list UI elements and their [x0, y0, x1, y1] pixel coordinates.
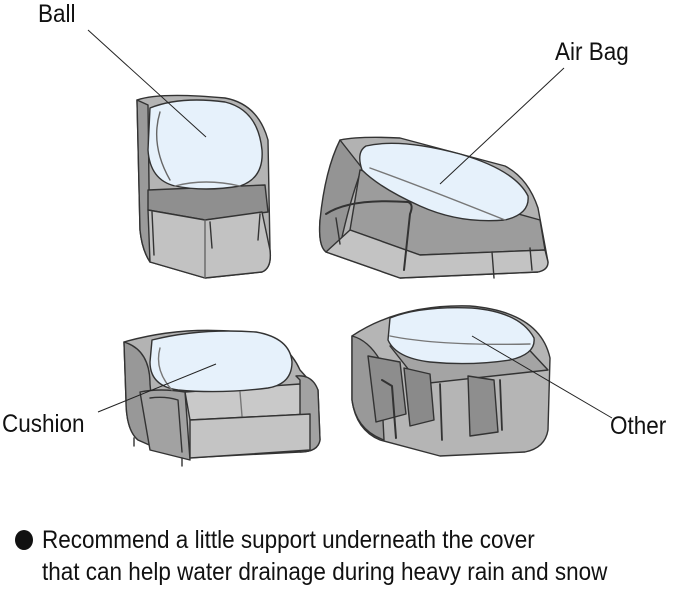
label-air-bag: Air Bag	[555, 38, 629, 66]
air-bag-leader-line	[439, 67, 565, 185]
label-other: Other	[610, 412, 667, 440]
label-cushion: Cushion	[2, 410, 85, 438]
bullet-icon	[15, 530, 33, 550]
ball-leader-line	[87, 29, 207, 138]
table-set-cover-with-support	[351, 305, 551, 457]
cushion-leader-line	[97, 363, 217, 413]
other-leader-line	[471, 335, 613, 419]
note-line-2: that can help water drainage during heav…	[42, 558, 608, 586]
lounger-cover-with-air-bag	[318, 136, 549, 279]
drainage-note: Recommend a little support underneath th…	[15, 524, 613, 588]
note-line-1: Recommend a little support underneath th…	[42, 526, 535, 554]
chair-cover-with-ball	[136, 94, 272, 279]
loveseat-cover-with-cushion	[123, 329, 321, 467]
label-ball: Ball	[38, 0, 76, 28]
